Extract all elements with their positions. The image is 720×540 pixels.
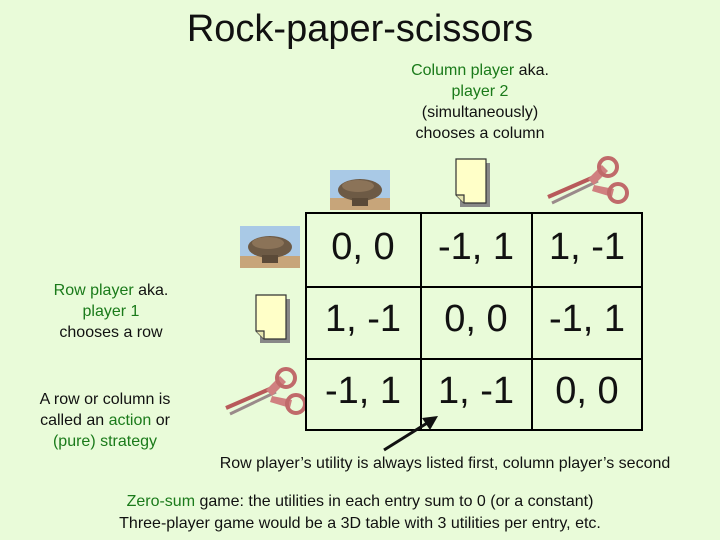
strategy-line-1: A row or column is: [39, 391, 171, 408]
column-player-aka: aka.: [514, 62, 549, 79]
matrix-cell-r2-c3: -1, 1: [548, 298, 626, 340]
zero-sum-term: Zero-sum: [126, 493, 196, 510]
matrix-cell-r2-c2: 0, 0: [444, 298, 508, 340]
matrix-cell-r1-c3: 1, -1: [548, 226, 626, 268]
three-player-note: Three-player game would be a 3D table wi…: [119, 515, 601, 532]
matrix-cell-r1-c1: 0, 0: [331, 226, 395, 268]
page-title: Rock-paper-scissors: [186, 8, 534, 50]
matrix-cell-r3-c3: 0, 0: [555, 370, 619, 412]
matrix-divider: [531, 214, 533, 429]
utility-order-note: Row player’s utility is always listed fi…: [219, 455, 671, 472]
player-2-term: player 2: [451, 83, 509, 100]
rock-icon: [330, 170, 390, 210]
row-player-term: Row player: [53, 282, 134, 299]
matrix-cell-r2-c1: 1, -1: [324, 298, 402, 340]
column-player-note: Column player aka. player 2 (simultaneou…: [385, 60, 575, 144]
scissors-icon: [225, 367, 307, 416]
matrix-cell-r3-c2: 1, -1: [437, 370, 515, 412]
chooses-row-text: chooses a row: [59, 324, 163, 341]
player-1-term: player 1: [82, 303, 140, 320]
column-player-term: Column player: [411, 62, 515, 79]
rock-icon: [240, 226, 300, 268]
paper-icon: [255, 294, 290, 343]
row-player-note: Row player aka. player 1 chooses a row: [18, 280, 204, 343]
pure-strategy-term: (pure) strategy: [52, 433, 158, 450]
arrow-icon: [383, 416, 438, 452]
strategy-note: A row or column is called an action or (…: [10, 389, 200, 452]
matrix-divider: [307, 286, 641, 288]
strategy-called: called an: [40, 412, 109, 429]
zero-sum-note: Zero-sum game: the utilities in each ent…: [0, 491, 720, 512]
scissors-icon: [547, 156, 629, 205]
matrix-cell-r1-c2: -1, 1: [437, 226, 515, 268]
matrix-divider: [307, 358, 641, 360]
matrix-divider: [420, 214, 422, 429]
strategy-or: or: [151, 412, 170, 429]
matrix-cell-r3-c1: -1, 1: [324, 370, 402, 412]
chooses-column-text: chooses a column: [415, 125, 545, 142]
payoff-matrix: 0, 0 -1, 1 1, -1 1, -1 0, 0 -1, 1 -1, 1 …: [305, 212, 643, 431]
paper-icon: [455, 158, 490, 207]
zero-sum-text: game: the utilities in each entry sum to…: [195, 493, 594, 510]
row-player-aka: aka.: [133, 282, 169, 299]
action-term: action: [108, 412, 152, 429]
simultaneously-text: (simultaneously): [421, 104, 539, 121]
